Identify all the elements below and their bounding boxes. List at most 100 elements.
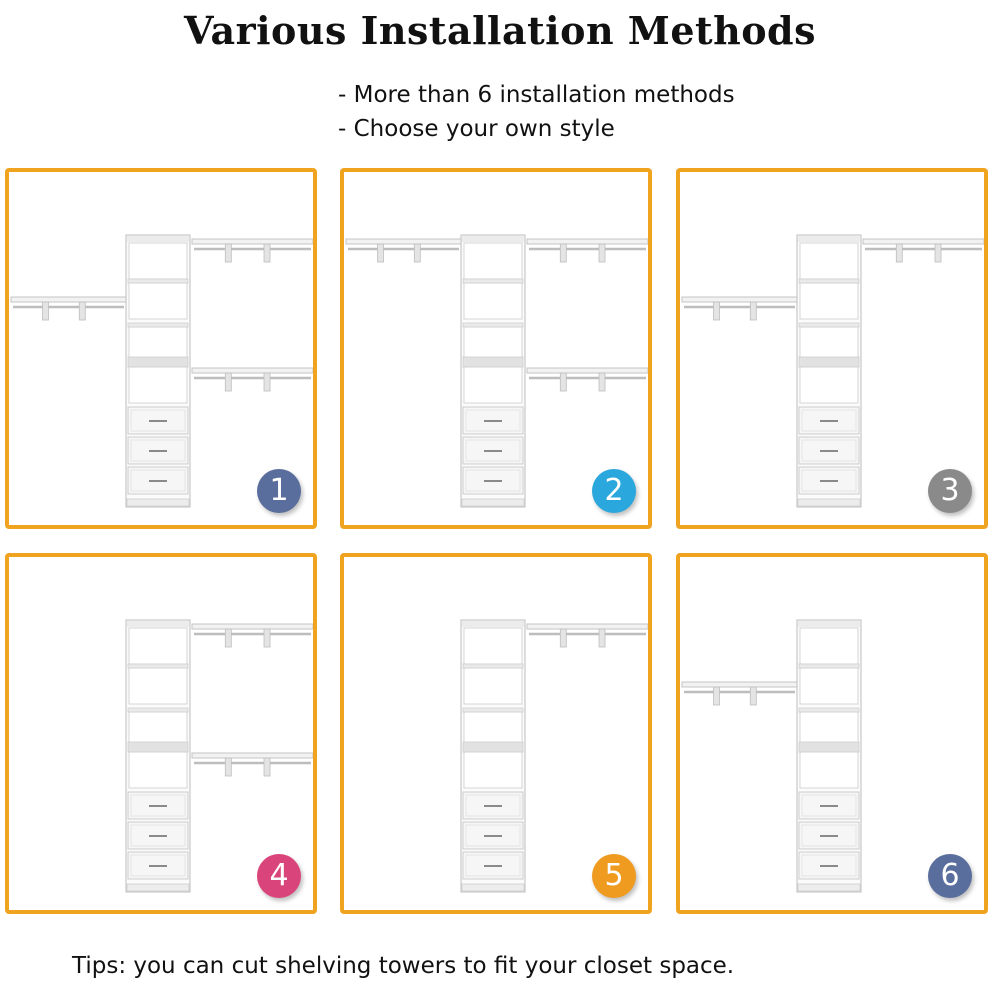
open-shelf [128, 667, 188, 705]
shelf-board [462, 741, 524, 753]
drawer [462, 466, 524, 495]
installation-panel-4: 4 [5, 553, 317, 914]
shelf-rack [862, 238, 984, 245]
closet-illustration [10, 234, 313, 508]
shelf-board [798, 278, 860, 284]
shelf-rack [681, 681, 798, 688]
open-shelf [799, 242, 859, 280]
closet-illustration [345, 234, 648, 508]
tips-text: Tips: you can cut shelving towers to fit… [72, 953, 735, 979]
shelf-board [798, 322, 860, 328]
tower-base [461, 498, 525, 507]
open-shelf [463, 282, 523, 320]
rack-bracket [224, 372, 232, 392]
shelf-rack [191, 367, 313, 374]
open-shelf [128, 282, 188, 320]
shelf-rack [191, 238, 313, 245]
rack-bracket [42, 301, 49, 321]
open-shelf [463, 366, 523, 404]
open-shelf [799, 282, 859, 320]
tower-base [797, 883, 861, 892]
rack-bracket [934, 243, 942, 263]
open-shelf [128, 242, 188, 280]
rack-bracket [78, 301, 86, 321]
rack-bracket [598, 372, 606, 392]
shelf-board [127, 278, 189, 284]
shelf-board [462, 663, 524, 669]
shelf-rack [191, 752, 313, 759]
open-shelf [128, 366, 188, 404]
open-shelf [799, 751, 859, 789]
feature-item: - Choose your own style [338, 116, 615, 142]
shelf-board [798, 663, 860, 669]
open-shelf [799, 667, 859, 705]
rack-bracket [559, 243, 567, 263]
shelf-board [798, 741, 860, 753]
shelf-rack [10, 296, 127, 303]
rack-bracket [263, 243, 271, 263]
closet-illustration [460, 619, 648, 893]
shelf-board [462, 356, 524, 368]
shelf-board [127, 322, 189, 328]
installation-panel-1: 1 [5, 168, 317, 529]
drawer [798, 851, 860, 880]
rack-bracket [413, 243, 421, 263]
number-badge: 4 [257, 854, 301, 898]
rack-bracket [749, 686, 757, 706]
rack-bracket [713, 686, 720, 706]
open-shelf [463, 242, 523, 280]
closet-illustration [681, 619, 862, 893]
shelf-board [127, 663, 189, 669]
feature-list: - More than 6 installation methods - Cho… [338, 78, 735, 146]
shelf-board [127, 356, 189, 368]
open-shelf [128, 627, 188, 665]
feature-item: - More than 6 installation methods [338, 82, 735, 108]
installation-panel-2: 2 [340, 168, 652, 529]
shelf-rack [191, 623, 313, 630]
shelf-board [798, 356, 860, 368]
rack-bracket [559, 372, 567, 392]
installation-panel-6: 6 [676, 553, 988, 914]
rack-bracket [749, 301, 757, 321]
tower-base [126, 883, 190, 892]
tower-base [126, 498, 190, 507]
rack-bracket [598, 628, 606, 648]
shelf-board [462, 322, 524, 328]
tower-base [797, 498, 861, 507]
shelf-rack [681, 296, 798, 303]
installation-panel-3: 3 [676, 168, 988, 529]
page-title: Various Installation Methods [183, 8, 817, 53]
number-badge: 6 [928, 854, 972, 898]
tower-base [461, 883, 525, 892]
rack-bracket [559, 628, 567, 648]
rack-bracket [263, 628, 271, 648]
number-badge: 1 [257, 469, 301, 513]
shelf-board [127, 741, 189, 753]
open-shelf [799, 366, 859, 404]
rack-bracket [224, 757, 232, 777]
number-badge: 2 [592, 469, 636, 513]
rack-bracket [713, 301, 720, 321]
number-badge: 3 [928, 469, 972, 513]
shelf-board [462, 278, 524, 284]
installation-panel-5: 5 [340, 553, 652, 914]
number-badge: 5 [592, 854, 636, 898]
rack-bracket [224, 628, 232, 648]
shelf-rack [526, 623, 648, 630]
closet-illustration [681, 234, 984, 508]
shelf-rack [345, 238, 462, 245]
open-shelf [463, 751, 523, 789]
open-shelf [463, 667, 523, 705]
rack-bracket [263, 757, 271, 777]
open-shelf [799, 627, 859, 665]
rack-bracket [598, 243, 606, 263]
shelf-board [798, 707, 860, 713]
shelf-board [462, 707, 524, 713]
shelf-rack [526, 367, 648, 374]
open-shelf [128, 751, 188, 789]
rack-bracket [377, 243, 384, 263]
rack-bracket [895, 243, 903, 263]
closet-illustration [125, 619, 313, 893]
shelf-board [127, 707, 189, 713]
rack-bracket [224, 243, 232, 263]
